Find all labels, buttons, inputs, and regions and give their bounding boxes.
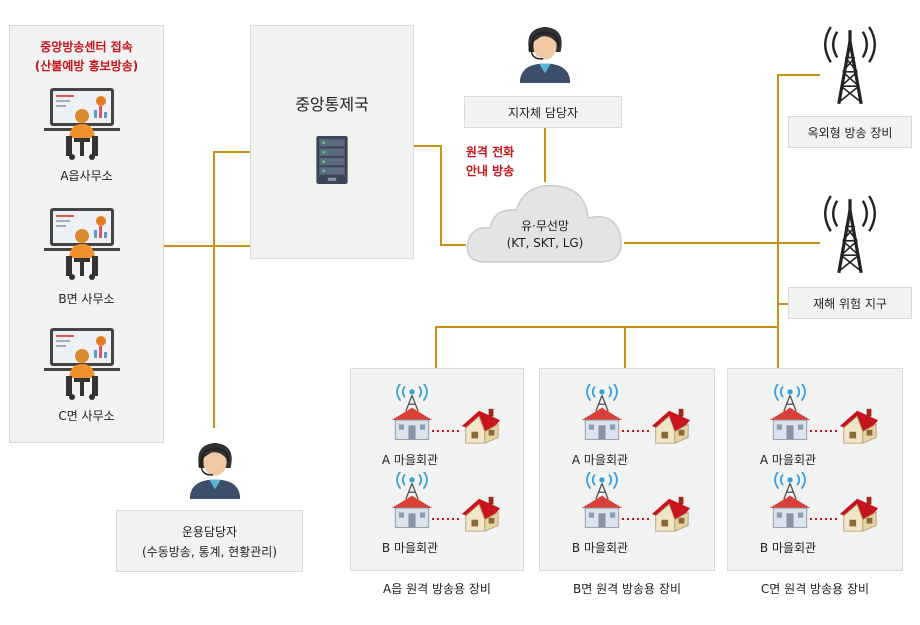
left-panel-title-2: (산불예방 홍보방송): [34, 59, 139, 73]
operator-subtitle: (수동방송, 통계, 현황관리): [141, 545, 278, 559]
office-worker-icon: [44, 88, 120, 160]
cloud-icon: [466, 184, 622, 263]
disaster-area-box: [788, 287, 912, 319]
broadcast-tower-icon: [818, 18, 882, 116]
network-line1: 유·무선망: [521, 219, 569, 233]
local-gov-staff-box: [464, 96, 622, 128]
hall-label: A 마을회관: [759, 453, 817, 467]
office-worker-icon: [44, 208, 120, 280]
house-icon: [650, 494, 692, 534]
house-icon: [838, 406, 880, 446]
operator-title: 운용담당자: [181, 525, 238, 539]
village-hall-icon: [580, 384, 624, 442]
network-line2: (KT, SKT, LG): [506, 236, 584, 250]
hall-label: A 마을회관: [571, 453, 629, 467]
hall-label: B 마을회관: [381, 541, 439, 555]
office-worker-icon: [44, 328, 120, 400]
remote-group-caption-a: A읍 원격 방송용 장비: [383, 582, 491, 596]
dotted-link: [810, 518, 840, 520]
left-panel-title-1: 중앙방송센터 접속: [40, 40, 133, 54]
remote-call-line2: 안내 방송: [465, 164, 515, 178]
remote-group-c: [727, 368, 903, 571]
female-operator-icon: [186, 434, 244, 504]
village-hall-icon: [390, 472, 434, 530]
dotted-link: [432, 430, 462, 432]
remote-group-a: [350, 368, 524, 571]
house-icon: [650, 406, 692, 446]
office-label-c: C면 사무소: [58, 409, 115, 423]
hall-label: B 마을회관: [759, 541, 817, 555]
dotted-link: [432, 518, 462, 520]
remote-group-b: [539, 368, 715, 571]
office-label-a: A읍사무소: [60, 169, 113, 183]
dotted-link: [622, 518, 652, 520]
remote-group-caption-c: C면 원격 방송용 장비: [760, 582, 870, 596]
remote-call-line1: 원격 전화: [465, 145, 515, 159]
operator-box: [116, 510, 303, 572]
server-icon: [316, 136, 348, 184]
outdoor-equipment-box: [788, 116, 912, 148]
dotted-link: [810, 430, 840, 432]
house-icon: [838, 494, 880, 534]
village-hall-icon: [768, 472, 812, 530]
local-gov-staff-label: 지자체 담당자: [507, 106, 579, 120]
house-icon: [460, 406, 502, 446]
village-hall-icon: [390, 384, 434, 442]
broadcast-tower-icon: [818, 188, 882, 284]
hall-label: B 마을회관: [571, 541, 629, 555]
disaster-area-label: 재해 위험 지구: [813, 297, 887, 311]
female-operator-icon: [516, 18, 574, 88]
village-hall-icon: [768, 384, 812, 442]
control-center-title: 중앙통제국: [295, 95, 369, 114]
outdoor-equipment-label: 옥외형 방송 장비: [807, 126, 893, 140]
hall-label: A 마을회관: [381, 453, 439, 467]
office-label-b: B면 사무소: [58, 292, 115, 306]
remote-group-caption-b: B면 원격 방송용 장비: [573, 582, 681, 596]
village-hall-icon: [580, 472, 624, 530]
dotted-link: [622, 430, 652, 432]
house-icon: [460, 494, 502, 534]
